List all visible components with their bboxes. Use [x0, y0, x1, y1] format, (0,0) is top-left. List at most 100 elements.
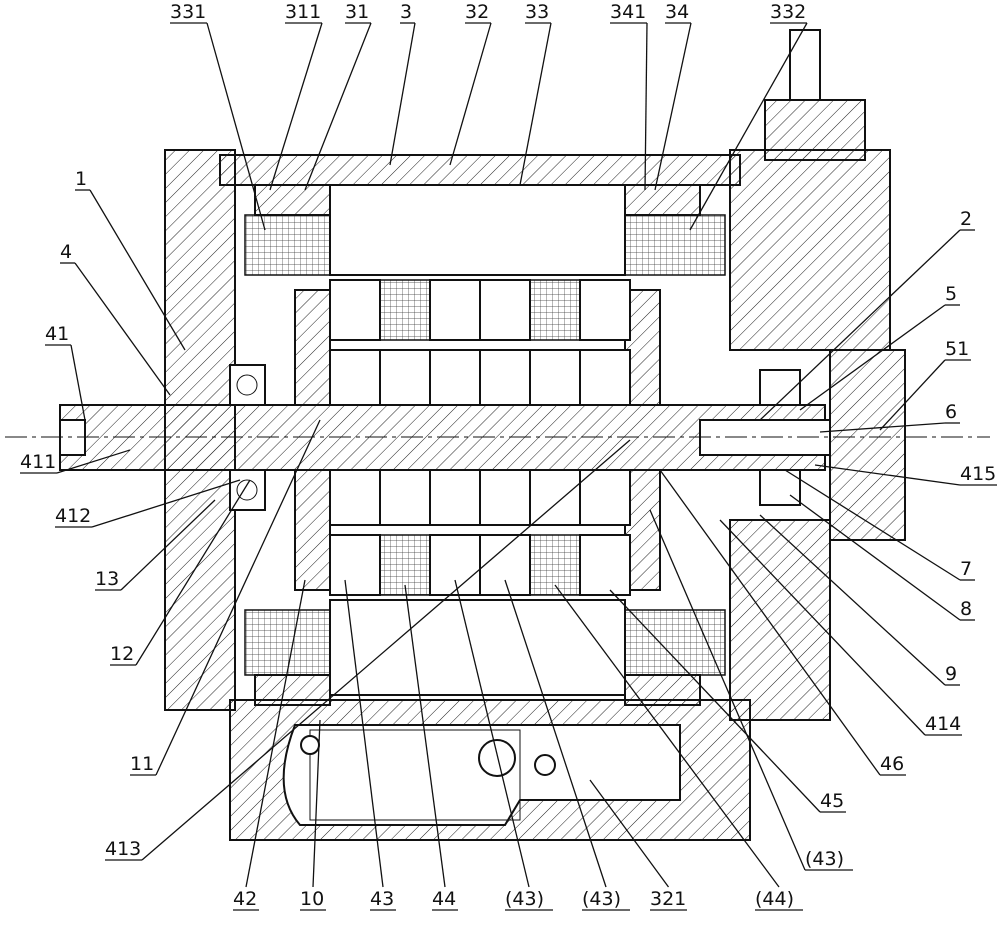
leader-line: [504, 579, 607, 888]
leader-line: [644, 22, 648, 191]
part-label-7: 7: [960, 558, 972, 580]
part-label-414: 414: [925, 713, 961, 735]
rotor-magnet-block: [579, 349, 631, 406]
rotor-magnet-block: [479, 534, 531, 596]
part-label-13: 13: [95, 568, 119, 590]
leader-line: [312, 719, 321, 888]
leader-line: [799, 304, 946, 411]
leader-line: [389, 22, 416, 166]
leader-line: [245, 579, 306, 888]
part-label-5: 5: [945, 283, 957, 305]
leader-line: [689, 22, 808, 231]
part-label-10: 10: [300, 888, 324, 910]
leader-line: [344, 579, 384, 888]
rotor-magnet-block: [479, 469, 531, 526]
leader-line: [759, 229, 961, 421]
rotor: [294, 279, 661, 596]
leader-line: [135, 479, 251, 666]
leader-line: [659, 469, 881, 776]
part-label-41: 41: [45, 323, 69, 345]
leader-line: [609, 589, 821, 813]
rotor-magnet-block: [579, 279, 631, 341]
leader-line: [814, 464, 961, 486]
rotor-magnet-block: [329, 349, 381, 406]
part-label-415: 415: [960, 463, 996, 485]
part-label-331: 331: [170, 1, 206, 23]
leader-line: [74, 262, 171, 396]
label-leaders: [20, 22, 997, 911]
leader-line: [89, 189, 186, 351]
leader-line: [454, 579, 530, 888]
rotor-magnet-block: [479, 279, 531, 341]
rotor-magnet-block: [329, 469, 381, 526]
rotor-magnet-block: [429, 469, 481, 526]
leader-line: [155, 419, 321, 776]
part-label-8: 8: [960, 598, 972, 620]
part-label-341: 341: [610, 1, 646, 23]
part-label-42: 42: [233, 888, 257, 910]
rotor-magnet-block: [429, 349, 481, 406]
leader-line: [269, 22, 323, 191]
rotor-magnet-block: [529, 349, 581, 406]
rotor-magnet-block: [329, 279, 381, 341]
part-label-4: 4: [60, 241, 72, 263]
part-label-43: (43): [805, 848, 844, 870]
leader-line: [789, 494, 961, 621]
shaft: [5, 404, 990, 471]
part-label-43: 43: [370, 888, 394, 910]
part-label-44: 44: [432, 888, 456, 910]
part-label-413: 413: [105, 838, 141, 860]
part-label-321: 321: [650, 888, 686, 910]
part-label-311: 311: [285, 1, 321, 23]
leader-line: [206, 22, 266, 231]
part-label-412: 412: [55, 505, 91, 527]
leader-line: [589, 779, 670, 888]
rotor-magnet-block: [379, 469, 431, 526]
leader-line: [519, 22, 552, 186]
rotor-magnet-block: [579, 534, 631, 596]
rotor-magnet-block: [379, 349, 431, 406]
rotor-magnet-block: [579, 469, 631, 526]
leader-line: [304, 22, 372, 191]
leader-line: [141, 439, 631, 861]
leader-line: [759, 514, 946, 686]
rotor-magnet-block: [429, 534, 481, 596]
leader-line: [879, 359, 946, 431]
part-label-411: 411: [20, 451, 56, 473]
leader-line: [649, 509, 806, 871]
part-label-332: 332: [770, 1, 806, 23]
rotor-magnet-block: [379, 279, 431, 341]
part-label-44: (44): [755, 888, 794, 910]
leader-line: [56, 449, 131, 474]
rotor-magnet-block: [329, 534, 381, 596]
leader-line: [70, 344, 86, 421]
bearings: [229, 364, 801, 511]
part-label-1: 1: [75, 168, 87, 190]
rotor-magnet-block: [529, 469, 581, 526]
part-label-31: 31: [345, 1, 369, 23]
part-label-43: (43): [582, 888, 621, 910]
rotor-magnet-block: [479, 349, 531, 406]
rotor-magnet-block: [429, 279, 481, 341]
part-label-2: 2: [960, 208, 972, 230]
leader-line: [819, 422, 946, 433]
leader-line: [554, 584, 780, 888]
leader-line: [719, 519, 926, 736]
part-label-9: 9: [945, 663, 957, 685]
part-label-46: 46: [880, 753, 904, 775]
part-label-51: 51: [945, 338, 969, 360]
part-label-45: 45: [820, 790, 844, 812]
leader-line: [449, 22, 492, 166]
leader-line: [404, 584, 446, 888]
leader-line: [120, 499, 216, 591]
part-label-34: 34: [665, 1, 689, 23]
leader-line: [91, 479, 241, 528]
part-label-43: (43): [505, 888, 544, 910]
rotor-magnet-block: [529, 279, 581, 341]
leader-line: [654, 22, 692, 191]
part-label-33: 33: [525, 1, 549, 23]
stator: [244, 184, 726, 706]
part-label-3: 3: [400, 1, 412, 23]
